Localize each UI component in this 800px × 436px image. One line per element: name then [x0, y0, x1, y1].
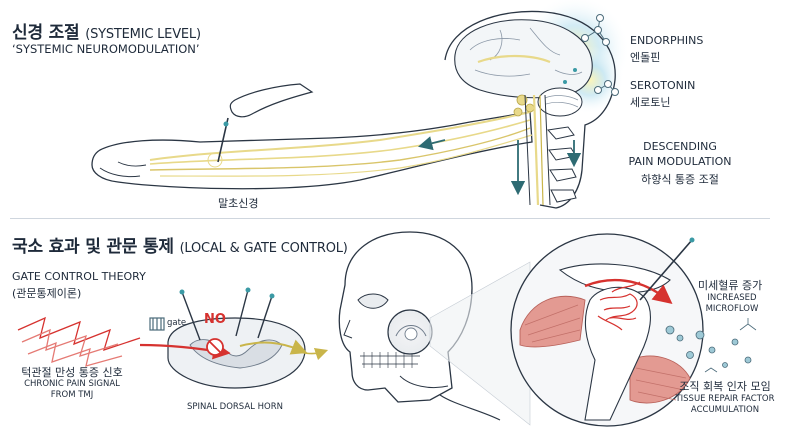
section-title-en: (LOCAL & GATE CONTROL) — [179, 241, 348, 256]
label-serotonin-ko: 세로토닌 — [630, 96, 671, 109]
label-repair-en-1: TISSUE REPAIR FACTOR — [675, 394, 775, 404]
section-divider — [10, 218, 770, 219]
brain-illustration — [444, 0, 630, 209]
pain-signal-zigzag — [17, 316, 141, 367]
needle-icon — [235, 289, 249, 337]
label-gate-theory: GATE CONTROL THEORY — [12, 270, 146, 283]
label-serotonin-en: SEROTONIN — [630, 79, 696, 92]
section-title-systemic: 신경 조절 (SYSTEMIC LEVEL) — [12, 18, 201, 43]
section-subtitle: ‘SYSTEMIC NEUROMODULATION’ — [12, 42, 200, 56]
label-gate-theory-ko: (관문통제이론) — [12, 287, 82, 300]
no-symbol-icon — [206, 338, 224, 356]
label-descending-ko: 하향식 통증 조절 — [641, 173, 719, 186]
label-tmj-signal-en-1: CHRONIC PAIN SIGNAL — [24, 379, 120, 389]
label-endorphins-ko: 엔돌핀 — [630, 51, 661, 64]
hand-with-needle — [217, 83, 314, 163]
label-repair-ko: 조직 회복 인자 모임 — [679, 380, 771, 393]
label-repair-en-2: ACCUMULATION — [690, 405, 760, 415]
label-descending-1: DESCENDING — [643, 140, 717, 153]
section-title-ko: 신경 조절 — [12, 23, 80, 43]
label-microflow-ko: 미세혈류 증가 — [698, 279, 763, 292]
label-descending-2: PAIN MODULATION — [628, 155, 732, 168]
needle-icon — [257, 295, 273, 339]
spinal-dorsal-horn — [139, 287, 329, 389]
spinal-cord-illustration — [510, 94, 582, 206]
tmj-magnified — [510, 233, 757, 427]
section-title-ko: 국소 효과 및 관문 통제 — [12, 237, 174, 257]
label-microflow-en-2: MICROFLOW — [705, 304, 759, 314]
label-microflow-en-1: INCREASED — [707, 293, 757, 303]
label-dorsal-horn: SPINAL DORSAL HORN — [187, 402, 283, 412]
needle-icon — [181, 291, 201, 341]
label-tmj-signal-en-2: FROM TMJ — [50, 390, 94, 400]
gate-icon — [149, 317, 165, 331]
skull-illustration — [338, 231, 531, 426]
section-title-en: (SYSTEMIC LEVEL) — [85, 27, 201, 42]
label-no: NO — [204, 312, 226, 327]
section-title-local: 국소 효과 및 관문 통제 (LOCAL & GATE CONTROL) — [12, 232, 348, 257]
label-endorphins-en: ENDORPHINS — [630, 34, 704, 47]
label-tmj-signal-ko: 턱관절 만성 통증 신호 — [21, 366, 123, 379]
arm-illustration — [91, 111, 533, 190]
molecule-icon — [563, 14, 619, 96]
needle-icon — [639, 239, 693, 301]
label-peripheral-nerve: 말초신경 — [218, 197, 259, 210]
label-gate: gate — [167, 318, 187, 328]
